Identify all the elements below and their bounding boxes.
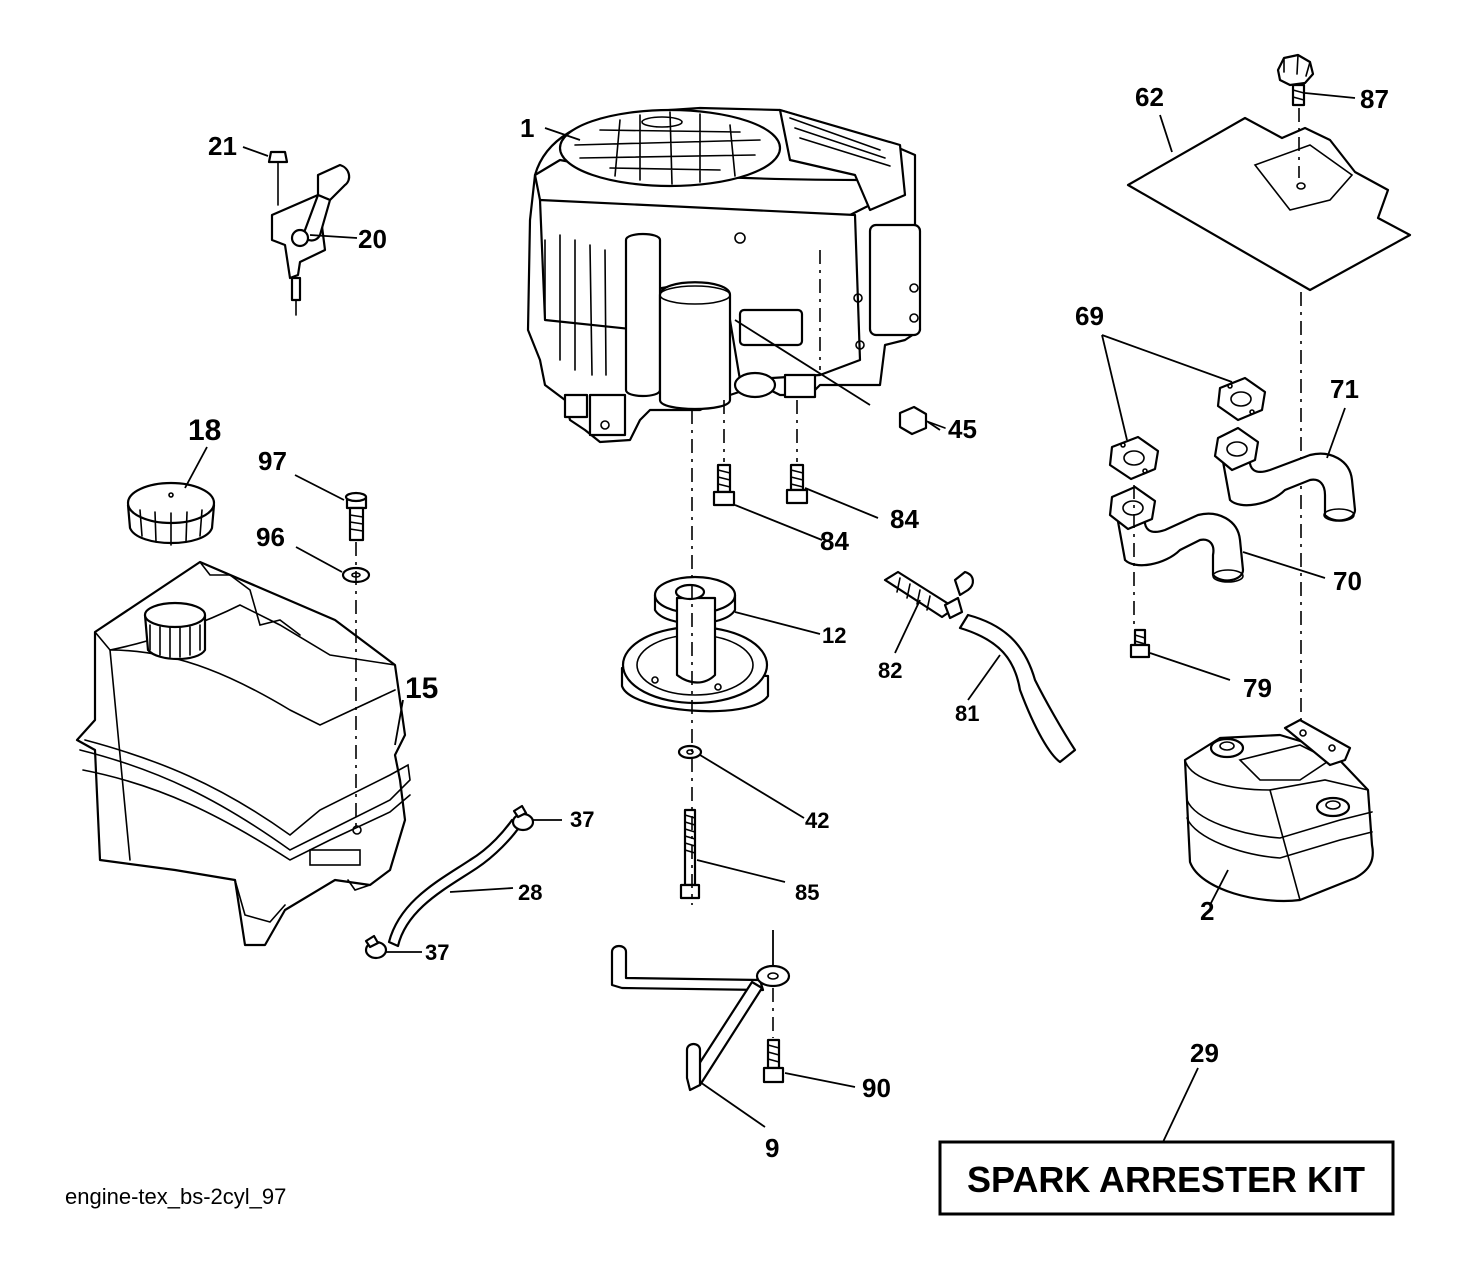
hose-clamp-37-top bbox=[511, 804, 535, 832]
callout-62: 62 bbox=[1135, 82, 1164, 112]
screw-87 bbox=[1276, 53, 1315, 107]
fuel-line-28 bbox=[387, 818, 522, 948]
callout-1: 1 bbox=[520, 113, 534, 143]
kit-label: SPARK ARRESTER KIT bbox=[967, 1159, 1365, 1200]
fuel-tank bbox=[75, 560, 411, 947]
callout-71: 71 bbox=[1330, 374, 1359, 404]
callout-84-right: 84 bbox=[890, 504, 919, 534]
callout-42: 42 bbox=[805, 808, 829, 833]
callout-82: 82 bbox=[878, 658, 902, 683]
washer-42 bbox=[677, 744, 703, 760]
callout-70: 70 bbox=[1333, 566, 1362, 596]
throttle-control bbox=[270, 163, 351, 316]
callout-90: 90 bbox=[862, 1073, 891, 1103]
pulley-12 bbox=[620, 575, 770, 713]
callout-69: 69 bbox=[1075, 301, 1104, 331]
exhaust-pipe-70 bbox=[1108, 485, 1245, 583]
leader-lines bbox=[184, 92, 1356, 1143]
lead-45-to-engine bbox=[734, 319, 871, 406]
callout-21: 21 bbox=[208, 131, 237, 161]
callout-87: 87 bbox=[1360, 84, 1389, 114]
callout-labels: 1 2 9 12 15 18 20 21 28 29 37 37 42 45 6… bbox=[188, 82, 1389, 1163]
callout-2: 2 bbox=[1200, 896, 1214, 926]
callout-84-left: 84 bbox=[820, 526, 849, 556]
callout-97: 97 bbox=[258, 446, 287, 476]
callout-81: 81 bbox=[955, 701, 979, 726]
spark-arrester-kit-box: SPARK ARRESTER KIT bbox=[938, 1140, 1395, 1216]
callout-28: 28 bbox=[518, 880, 542, 905]
exhaust-pipe-71 bbox=[1213, 426, 1357, 522]
callout-79: 79 bbox=[1243, 673, 1272, 703]
muffler-2 bbox=[1183, 718, 1374, 902]
callout-45: 45 bbox=[948, 414, 977, 444]
hose-clamp-37-bottom bbox=[364, 934, 388, 960]
callout-29: 29 bbox=[1190, 1038, 1219, 1068]
callout-18: 18 bbox=[188, 414, 221, 447]
nut-45 bbox=[898, 405, 946, 436]
callout-20: 20 bbox=[358, 224, 387, 254]
callout-96: 96 bbox=[256, 522, 285, 552]
heat-shield-62 bbox=[1126, 116, 1412, 292]
gasket-69-upper bbox=[1216, 376, 1267, 422]
kit-frame bbox=[938, 1140, 1395, 1216]
fuel-filter-82 bbox=[883, 570, 974, 620]
drawing-code: engine-tex_bs-2cyl_97 bbox=[65, 1184, 286, 1209]
callout-85: 85 bbox=[795, 880, 819, 905]
callout-9: 9 bbox=[765, 1133, 779, 1163]
fuel-hose-81 bbox=[958, 613, 1077, 764]
bolt-97 bbox=[344, 491, 368, 542]
screw-79 bbox=[1129, 628, 1151, 659]
bolt-84-right bbox=[785, 463, 809, 505]
callout-37-top: 37 bbox=[570, 807, 594, 832]
callout-12: 12 bbox=[822, 623, 846, 648]
control-rod-9 bbox=[610, 944, 791, 1092]
bolt-84-left bbox=[712, 463, 736, 507]
callout-15: 15 bbox=[405, 672, 438, 705]
screw-21 bbox=[267, 150, 289, 206]
fuel-cap bbox=[126, 481, 216, 546]
gasket-69-lower bbox=[1108, 435, 1160, 481]
engine bbox=[526, 106, 922, 444]
callout-37-bottom: 37 bbox=[425, 940, 449, 965]
bolt-90 bbox=[762, 1038, 785, 1084]
bolt-85 bbox=[679, 808, 701, 900]
